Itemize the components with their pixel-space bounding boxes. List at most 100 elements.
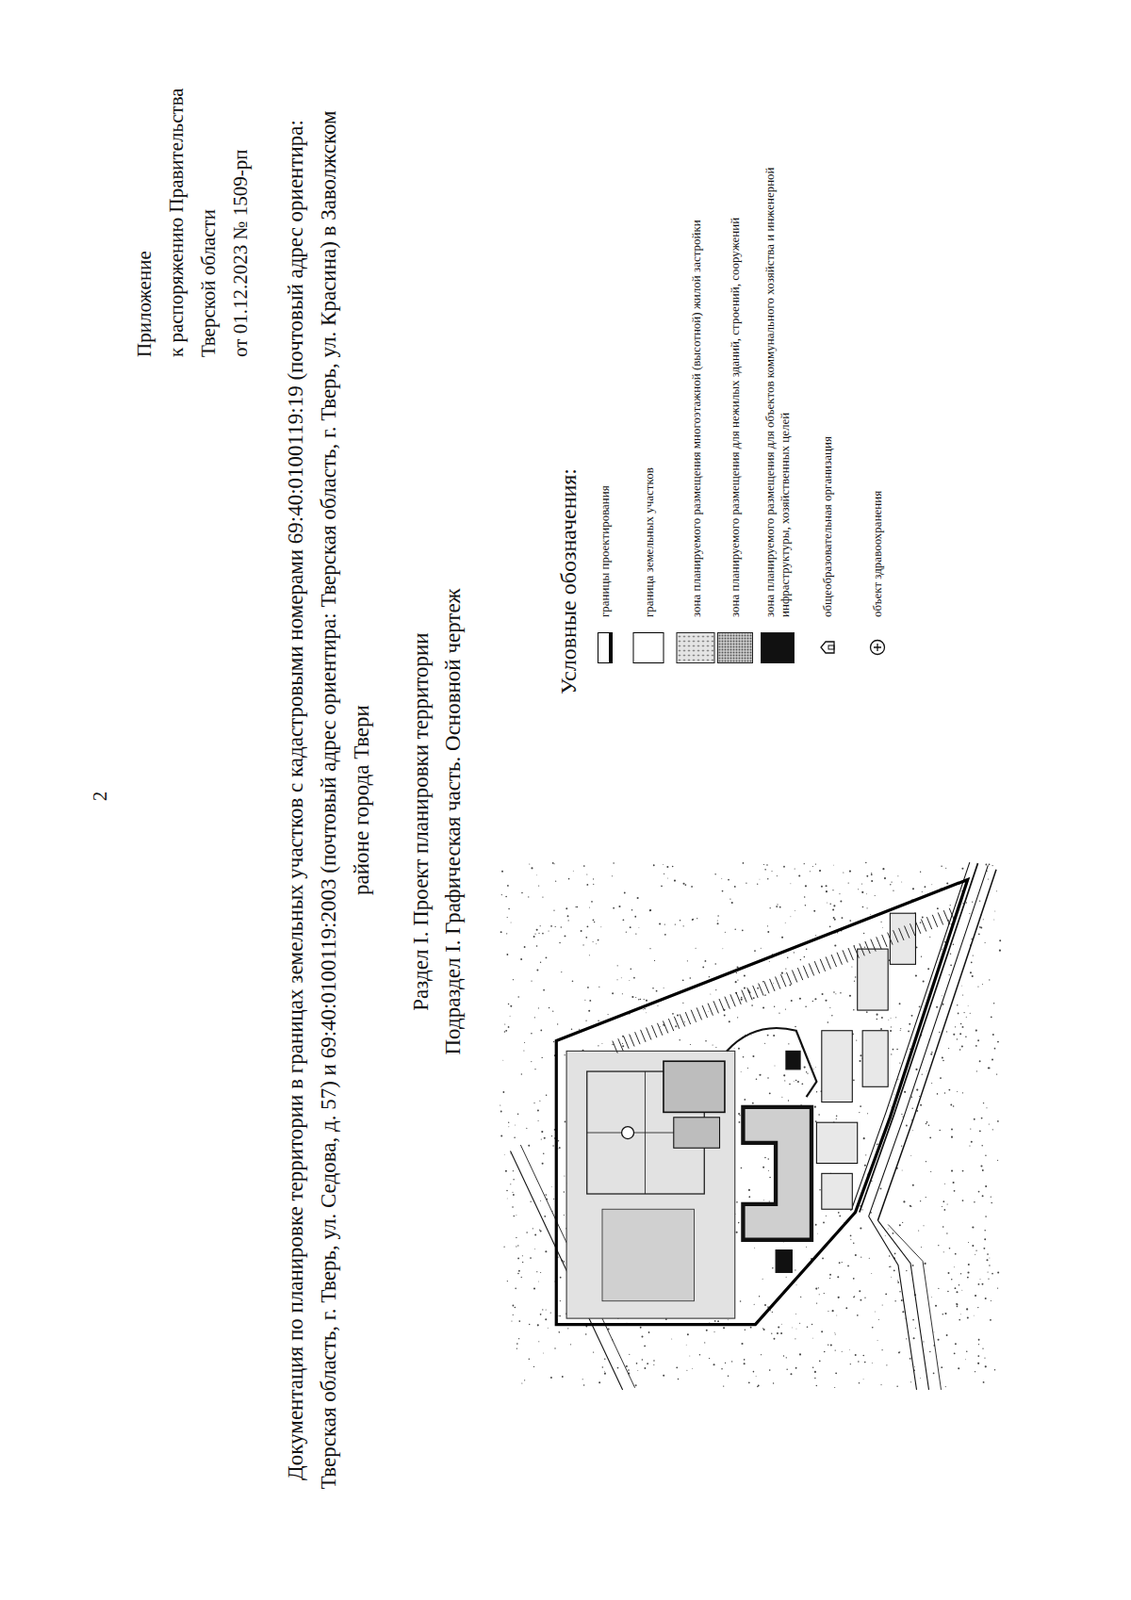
texture-dot [783, 1074, 786, 1077]
parking-stripe [713, 1000, 719, 1014]
texture-dot [589, 906, 591, 909]
texture-dot [887, 1018, 890, 1021]
texture-dot [733, 1047, 736, 1050]
legend-row: зона планируемого размещения для объекто… [760, 155, 795, 664]
texture-dot [832, 908, 835, 911]
texture-dot [922, 981, 925, 984]
texture-dot [587, 986, 590, 989]
texture-dot [992, 1033, 995, 1036]
texture-dot [682, 883, 685, 886]
parking-stripe [899, 928, 904, 941]
texture-dot [544, 1318, 547, 1321]
parking-stripe [652, 1025, 657, 1038]
texture-dot [942, 1003, 945, 1006]
texture-dot [994, 910, 997, 913]
texture-dot [521, 892, 524, 895]
texture-dot [984, 1215, 987, 1218]
texture-dot [552, 1011, 554, 1013]
texture-dot [748, 1189, 751, 1192]
texture-dot [671, 1338, 673, 1341]
parking-stripe [786, 972, 791, 985]
texture-dot [950, 1129, 953, 1131]
texture-dot [637, 1370, 640, 1373]
texture-dot [538, 1120, 540, 1122]
texture-dot [991, 865, 993, 867]
parking-stripe [753, 985, 758, 999]
texture-dot [818, 1287, 820, 1289]
texture-dot [915, 1068, 918, 1071]
texture-dot [528, 1358, 531, 1361]
texture-dot [971, 975, 974, 978]
texture-dot [982, 1283, 984, 1286]
section-heading: Раздел I. Проект планировки территории [409, 632, 433, 1011]
texture-dot [902, 1200, 905, 1203]
texture-dot [776, 875, 778, 877]
texture-dot [967, 1242, 969, 1244]
texture-dot [511, 1192, 513, 1194]
texture-dot [503, 1246, 505, 1248]
texture-dot [829, 1007, 831, 1009]
texture-dot [512, 1314, 514, 1316]
texture-dot [966, 1016, 968, 1018]
texture-dot [555, 881, 557, 883]
texture-dot [534, 1247, 537, 1250]
texture-dot [532, 1228, 534, 1230]
texture-dot [784, 973, 787, 976]
texture-dot [767, 931, 770, 934]
texture-dot [743, 987, 746, 990]
texture-dot [706, 1010, 709, 1013]
texture-dot [781, 1097, 783, 1099]
texture-dot [936, 1093, 939, 1096]
texture-dot [764, 1043, 766, 1045]
texture-dot [740, 1343, 743, 1345]
parking-stripe [915, 921, 920, 935]
texture-dot [941, 1206, 943, 1208]
texture-dot [997, 1160, 999, 1162]
texture-dot [987, 878, 989, 880]
texture-dot [741, 930, 744, 933]
texture-dot [966, 1351, 968, 1353]
texture-dot [991, 1058, 994, 1061]
texture-dot [838, 893, 840, 895]
texture-dot [979, 901, 981, 902]
texture-dot [611, 875, 613, 877]
texture-dot [786, 1369, 787, 1371]
texture-dot [752, 1055, 754, 1058]
texture-dot [815, 1288, 818, 1291]
texture-dot [748, 1381, 751, 1384]
texture-dot [767, 1158, 769, 1160]
parking-stripe [819, 959, 825, 972]
texture-dot [724, 1362, 726, 1364]
texture-dot [713, 1363, 716, 1366]
texture-dot [753, 997, 755, 1000]
texture-dot [899, 1291, 901, 1293]
texture-dot [503, 1153, 506, 1156]
texture-dot [968, 1145, 970, 1147]
texture-dot [885, 1293, 887, 1295]
texture-dot [967, 1263, 970, 1266]
legend-parcel-sample [633, 632, 665, 664]
texture-dot [545, 956, 548, 959]
texture-dot [850, 1363, 852, 1365]
parking-stripes [612, 908, 955, 1054]
texture-dot [762, 981, 764, 983]
texture-dot [717, 920, 719, 922]
texture-dot [890, 881, 892, 883]
texture-dot [771, 982, 774, 984]
texture-dot [597, 1045, 599, 1047]
texture-dot [540, 1030, 542, 1033]
texture-dot [550, 1312, 552, 1314]
texture-dot [538, 1341, 540, 1343]
texture-dot [829, 1274, 832, 1277]
texture-dot [862, 1378, 865, 1381]
texture-dot [672, 866, 674, 869]
texture-dot [538, 1280, 541, 1283]
texture-dot [866, 1011, 869, 1014]
appendix-line: Тверской области [196, 209, 220, 358]
texture-dot [799, 1323, 801, 1325]
texture-dot [946, 883, 949, 886]
texture-dot [708, 1358, 710, 1360]
texture-dot [540, 925, 541, 927]
texture-dot [639, 1327, 642, 1329]
